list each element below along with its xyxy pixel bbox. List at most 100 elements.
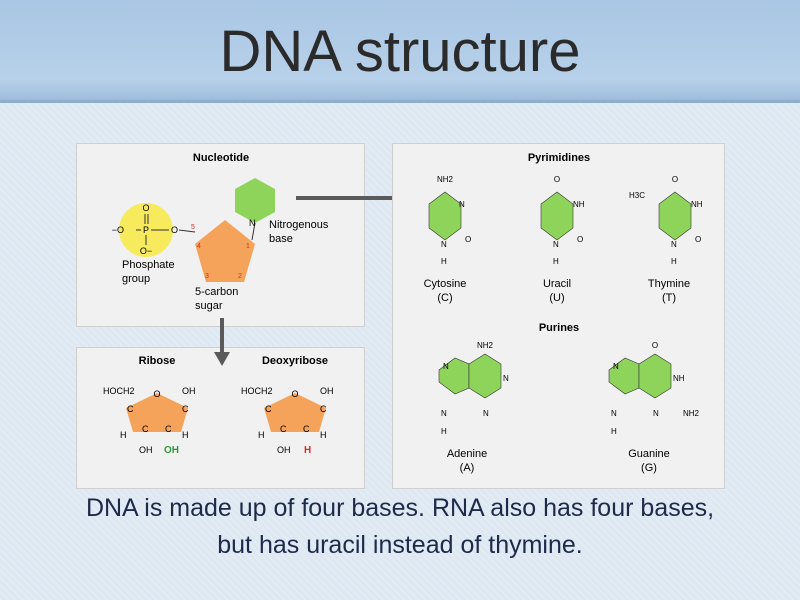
- slide-title: DNA structure: [219, 19, 581, 84]
- thymine-n: N: [671, 240, 677, 249]
- adenine-n: N: [483, 409, 489, 418]
- adenine-h: H: [441, 427, 447, 436]
- ribose-c2: C: [165, 424, 172, 434]
- uracil-n: N: [553, 240, 559, 249]
- adenine-n: N: [503, 374, 509, 383]
- slide-caption: DNA is made up of four bases. RNA also h…: [0, 490, 800, 564]
- uracil-nh: NH: [573, 200, 585, 209]
- adenine-six-ring: [468, 353, 502, 399]
- caption-line-2: but has uracil instead of thymine.: [217, 531, 583, 559]
- base-n: N: [249, 218, 256, 228]
- nucleotide-diagram: Nucleotide P O O− −O O Phosphate group 5…: [112, 152, 329, 312]
- cytosine-label: Cytosine: [424, 278, 467, 290]
- adenine-n: N: [443, 362, 449, 371]
- adenine-abbr: (A): [460, 462, 475, 474]
- guanine-h: H: [611, 427, 617, 436]
- deoxyribose-h: H: [320, 430, 327, 440]
- arrow-head: [214, 352, 230, 366]
- pyrimidines-heading: Pyrimidines: [528, 152, 590, 164]
- thymine-ring: [658, 191, 692, 241]
- cytosine-h: H: [441, 257, 447, 266]
- ribose-ring: [126, 393, 188, 432]
- guanine-n: N: [653, 409, 659, 418]
- ribose-heading: Ribose: [139, 355, 176, 367]
- bases-panel: Pyrimidines NH2 N O N H Cytosine (C) O N…: [392, 143, 725, 489]
- purines-heading: Purines: [539, 322, 579, 334]
- bases-diagram: Pyrimidines NH2 N O N H Cytosine (C) O N…: [424, 152, 703, 474]
- guanine-nh2: NH2: [683, 409, 700, 418]
- carbon-1-label: 1: [246, 243, 250, 250]
- sugars-panel: Ribose Deoxyribose O HOCH2 OH C C H H C …: [76, 347, 365, 489]
- deoxyribose-ring-o: O: [291, 389, 298, 399]
- base-label-2: base: [269, 233, 293, 245]
- uracil-label: Uracil: [543, 278, 571, 290]
- nucleotide-heading: Nucleotide: [193, 152, 249, 164]
- uracil-ring: [540, 191, 574, 241]
- phosphate-label-1: Phosphate: [122, 259, 175, 271]
- ribose-oh-top: OH: [182, 386, 196, 396]
- ribose-ring-o: O: [153, 389, 160, 399]
- sugars-diagram: Ribose Deoxyribose O HOCH2 OH C C H H C …: [103, 355, 334, 456]
- thymine-h: H: [671, 257, 677, 266]
- adenine-nh2: NH2: [477, 341, 494, 350]
- phosphate-o-left: −O: [112, 225, 124, 235]
- adenine-label: Adenine: [447, 448, 487, 460]
- carbon-4-label: 4: [197, 243, 201, 250]
- nucleotide-panel: Nucleotide P O O− −O O Phosphate group 5…: [76, 143, 365, 327]
- adenine-n9: N: [441, 409, 447, 418]
- bond: [178, 229, 196, 233]
- sugar-label-1: 5-carbon: [195, 286, 238, 298]
- sugar-label-2: sugar: [195, 300, 223, 312]
- phosphate-circle: [119, 203, 173, 257]
- carbon-2-label: 2: [238, 273, 242, 280]
- uracil-abbr: (U): [549, 292, 564, 304]
- cytosine-n: N: [441, 240, 447, 249]
- ribose-c3: C: [142, 424, 149, 434]
- ribose-h: H: [182, 430, 189, 440]
- cytosine-o: O: [465, 235, 471, 244]
- carbon-3-label: 3: [205, 273, 209, 280]
- carbon-5-label: 5: [191, 224, 195, 231]
- ribose-hoch2: HOCH2: [103, 386, 135, 396]
- caption-line-1: DNA is made up of four bases. RNA also h…: [85, 494, 715, 522]
- guanine-label: Guanine: [628, 448, 670, 460]
- deoxyribose-oh-top: OH: [320, 386, 334, 396]
- guanine-n9: N: [611, 409, 617, 418]
- guanine-abbr: (G): [641, 462, 657, 474]
- thymine-h3c: H3C: [629, 191, 645, 200]
- cytosine-abbr: (C): [437, 292, 452, 304]
- deoxyribose-c2: C: [303, 424, 310, 434]
- cytosine-nh2: NH2: [437, 175, 454, 184]
- thymine-o: O: [695, 235, 701, 244]
- ribose-c1: C: [182, 404, 189, 414]
- deoxyribose-heading: Deoxyribose: [262, 355, 328, 367]
- uracil-o-top: O: [554, 175, 560, 184]
- deoxyribose-oh-3prime: OH: [277, 445, 291, 455]
- sugar-pentagon: [195, 220, 255, 282]
- cytosine-n: N: [459, 200, 465, 209]
- ribose-oh-3prime: OH: [139, 445, 153, 455]
- guanine-six-ring: [638, 353, 672, 399]
- deoxyribose-h-2prime: H: [304, 445, 311, 456]
- thymine-abbr: (T): [662, 292, 676, 304]
- base-label-1: Nitrogenous: [269, 219, 329, 231]
- deoxyribose-ring: [264, 393, 326, 432]
- deoxyribose-c4: C: [265, 404, 272, 414]
- deoxyribose-hoch2: HOCH2: [241, 386, 273, 396]
- uracil-h: H: [553, 257, 559, 266]
- phosphate-o-top: O: [142, 203, 149, 213]
- cytosine-ring: [428, 191, 462, 241]
- ribose-oh-2prime: OH: [164, 445, 179, 456]
- thymine-o-top: O: [672, 175, 678, 184]
- title-band: [0, 0, 800, 103]
- ribose-h: H: [120, 430, 127, 440]
- guanine-n: N: [613, 362, 619, 371]
- phosphate-p: P: [143, 225, 149, 235]
- deoxyribose-h: H: [258, 430, 265, 440]
- thymine-nh: NH: [691, 200, 703, 209]
- deoxyribose-c3: C: [280, 424, 287, 434]
- phosphate-label-2: group: [122, 273, 150, 285]
- bond: [251, 222, 256, 241]
- phosphate-o-bottom: O−: [140, 246, 152, 256]
- base-hexagon: [235, 178, 275, 223]
